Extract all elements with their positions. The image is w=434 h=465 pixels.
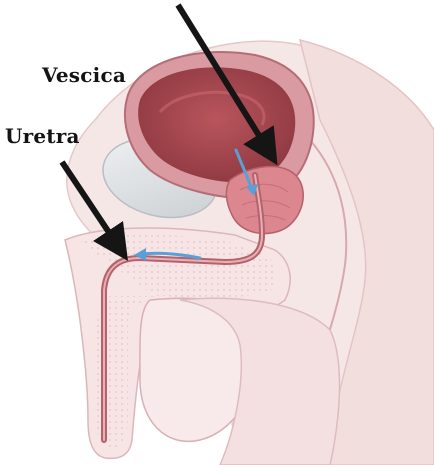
prostate xyxy=(226,166,303,233)
bladder-label: Vescica xyxy=(42,63,126,87)
urethra-label: Uretra xyxy=(5,124,80,148)
